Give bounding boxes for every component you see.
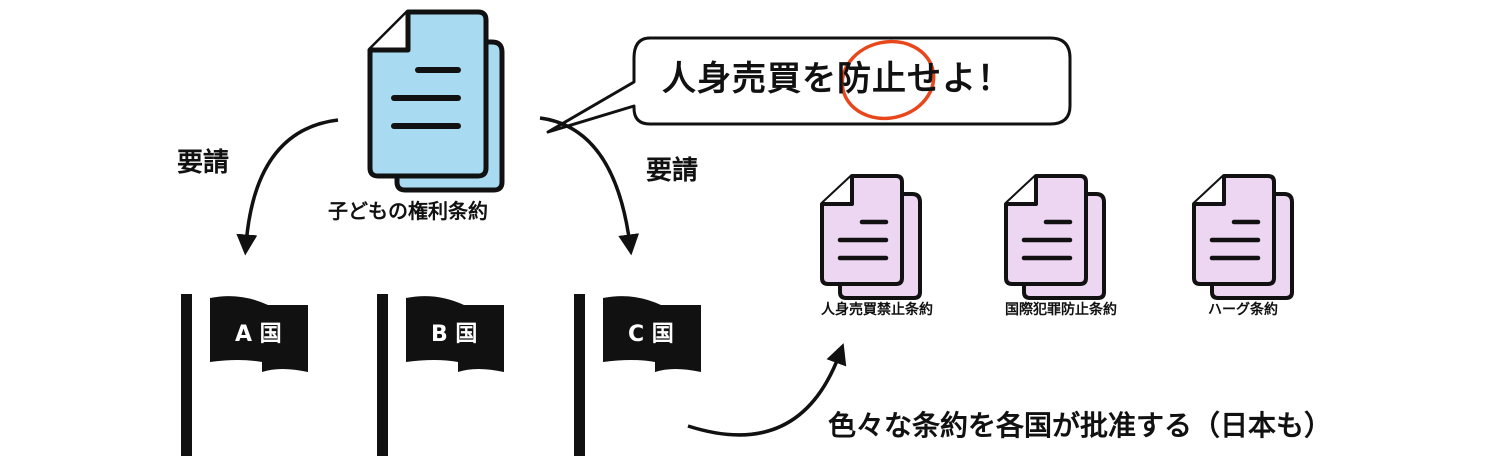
speech-bubble-text: 人身売買を防止せよ！ bbox=[662, 62, 1012, 96]
treaty-label-hague: ハーグ条約 bbox=[1208, 302, 1278, 318]
request-arrow-left bbox=[236, 118, 339, 256]
treaty-document-icon bbox=[820, 174, 922, 300]
flag-country-c: C 国 bbox=[574, 294, 701, 456]
flag-label-c: C 国 bbox=[628, 322, 674, 347]
speech-text-before: 人身売買を bbox=[662, 59, 837, 99]
main-document-icon bbox=[367, 9, 505, 193]
request-label-left: 要請 bbox=[177, 148, 230, 178]
speech-text-after: せよ！ bbox=[907, 59, 1012, 99]
flag-label-a: A 国 bbox=[235, 322, 282, 347]
request-label-right: 要請 bbox=[646, 156, 699, 186]
highlight-circle bbox=[840, 39, 936, 121]
request-arrow-right bbox=[539, 116, 640, 256]
speech-text-highlight: 防止 bbox=[837, 59, 907, 99]
treaty-document-icon bbox=[1192, 174, 1294, 300]
flag-country-b: B 国 bbox=[377, 294, 504, 456]
treaty-document-icon bbox=[1004, 174, 1106, 300]
speech-bubble bbox=[546, 36, 1072, 134]
ratify-caption: 色々な条約を各国が批准する（日本も） bbox=[828, 409, 1333, 442]
main-document-label: 子どもの権利条約 bbox=[328, 199, 488, 223]
flag-country-a: A 国 bbox=[181, 294, 308, 456]
ratify-arrow bbox=[687, 343, 847, 437]
treaty-label-transnational-crime: 国際犯罪防止条約 bbox=[1005, 302, 1117, 318]
treaty-label-human-trafficking: 人身売買禁止条約 bbox=[821, 302, 933, 318]
flag-label-b: B 国 bbox=[431, 322, 477, 347]
